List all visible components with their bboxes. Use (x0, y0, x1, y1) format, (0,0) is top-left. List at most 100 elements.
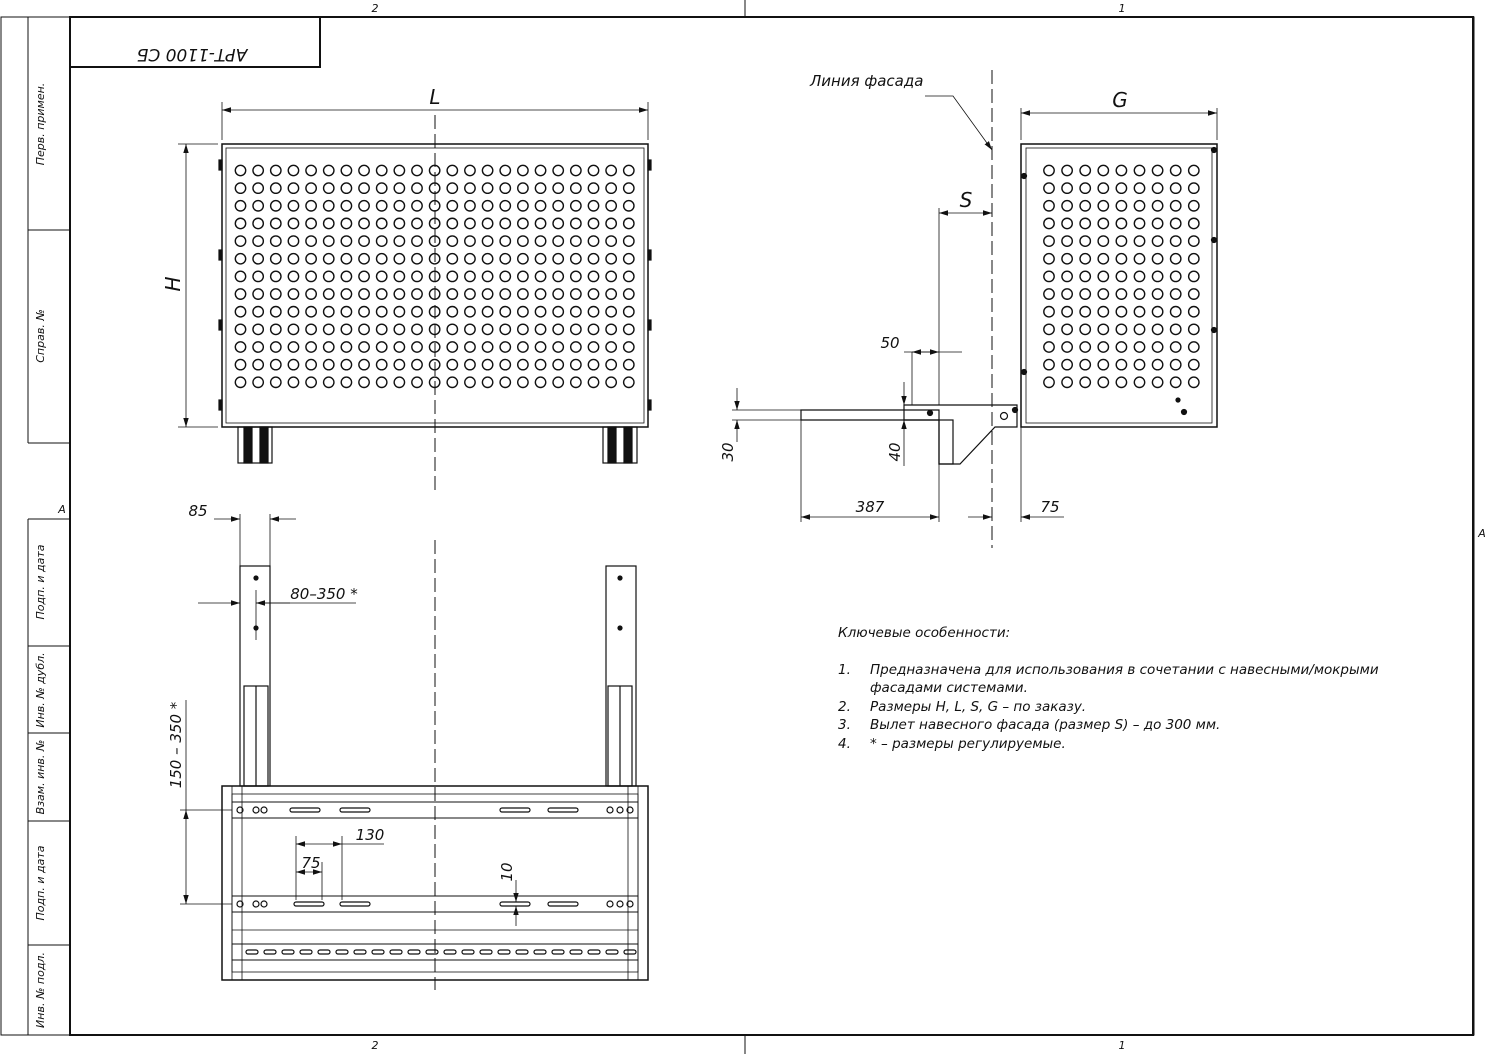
perforation-hole (234, 270, 247, 283)
perforation-hole (358, 235, 370, 248)
perforation-hole (234, 235, 247, 248)
perforation-hole (234, 199, 247, 212)
perforation-hole (287, 305, 300, 318)
perforation-hole (287, 323, 300, 336)
perforation-hole (1097, 164, 1110, 177)
perforation-hole (322, 164, 335, 177)
perforation-hole (1169, 235, 1182, 248)
perforation-hole (269, 235, 282, 248)
perforation-hole (1151, 358, 1164, 371)
perforation-hole (305, 288, 317, 300)
perforation-hole (464, 323, 476, 336)
zone-top-left: 2 (372, 2, 379, 15)
perforation-hole (234, 182, 247, 195)
perforation-hole (269, 199, 282, 212)
perforation-hole (393, 323, 406, 336)
perforation-hole (1097, 288, 1110, 300)
perforation-hole (552, 376, 565, 389)
rail-slot (335, 949, 349, 955)
perforation-hole (481, 270, 494, 283)
perforation-hole (411, 252, 423, 265)
facade-line-label: Линия фасада (809, 72, 923, 90)
dim-L-label: L (429, 85, 440, 109)
front-perforation (234, 164, 635, 389)
perforation-hole (464, 235, 476, 248)
perforation-hole (269, 164, 282, 177)
rail-slot (479, 949, 493, 955)
note-text: Предназначена для использования в сочета… (870, 661, 1379, 697)
perforation-hole (1079, 164, 1092, 177)
perforation-hole (411, 235, 423, 248)
perforation-hole (252, 305, 265, 318)
rail-slot (371, 949, 385, 955)
perforation-hole (1097, 376, 1110, 389)
perforation-hole (534, 252, 547, 265)
perforation-hole (587, 341, 600, 353)
perforation-hole (358, 270, 370, 283)
perforation-hole (446, 252, 459, 265)
perforation-hole (252, 270, 265, 283)
perforation-hole (587, 217, 600, 230)
perforation-hole (393, 358, 406, 371)
perforation-hole (1061, 182, 1074, 195)
perforation-hole (481, 182, 494, 195)
row-left: A (57, 503, 66, 516)
perforation-hole (340, 305, 353, 318)
perforation-hole (517, 341, 529, 353)
zone-top-right: 1 (1119, 2, 1126, 15)
perforation-hole (517, 182, 529, 195)
perforation-hole (358, 323, 370, 336)
perforation-hole (517, 199, 529, 212)
perforation-hole (358, 341, 370, 353)
perforation-hole (1097, 217, 1110, 230)
perforation-hole (1187, 252, 1200, 265)
perforation-hole (569, 341, 582, 353)
perforation-hole (446, 305, 459, 318)
perforation-hole (340, 199, 353, 212)
perforation-hole (411, 182, 423, 195)
perforation-hole (481, 341, 494, 353)
perforation-hole (1151, 164, 1164, 177)
perforation-hole (517, 305, 529, 318)
perforation-hole (622, 182, 635, 195)
perforation-hole (322, 376, 335, 389)
rail-slot (623, 949, 637, 955)
perforation-hole (269, 182, 282, 195)
note-item: 3. Вылет навесного фасада (размер S) – д… (838, 716, 1438, 735)
perforation-hole (287, 252, 300, 265)
perforation-hole (252, 376, 265, 389)
perforation-hole (1133, 376, 1146, 389)
perforation-hole (587, 270, 600, 283)
perforation-hole (517, 288, 529, 300)
perforation-hole (1169, 358, 1182, 371)
perforation-hole (322, 182, 335, 195)
perforation-hole (1061, 235, 1074, 248)
perforation-hole (464, 270, 476, 283)
perforation-hole (1061, 199, 1074, 212)
perforation-hole (481, 305, 494, 318)
perforation-hole (1115, 305, 1128, 318)
perforation-hole (499, 376, 512, 389)
perforation-hole (481, 199, 494, 212)
perforation-hole (499, 323, 512, 336)
perforation-hole (569, 288, 582, 300)
perforation-hole (552, 341, 565, 353)
perforation-hole (1097, 199, 1110, 212)
front-view (178, 102, 652, 490)
perforation-hole (1115, 376, 1128, 389)
perforation-hole (481, 217, 494, 230)
perforation-hole (1079, 235, 1092, 248)
perforation-hole (605, 235, 618, 248)
perforation-hole (587, 164, 600, 177)
perforation-hole (1043, 235, 1055, 248)
perforation-hole (1043, 182, 1055, 195)
perforation-hole (1079, 341, 1092, 353)
perforation-hole (499, 252, 512, 265)
perforation-hole (605, 376, 618, 389)
perforation-hole (393, 217, 406, 230)
perforation-hole (499, 235, 512, 248)
perforation-hole (1169, 341, 1182, 353)
perforation-hole (587, 288, 600, 300)
note-text: Вылет навесного фасада (размер S) – до 3… (870, 717, 1221, 733)
